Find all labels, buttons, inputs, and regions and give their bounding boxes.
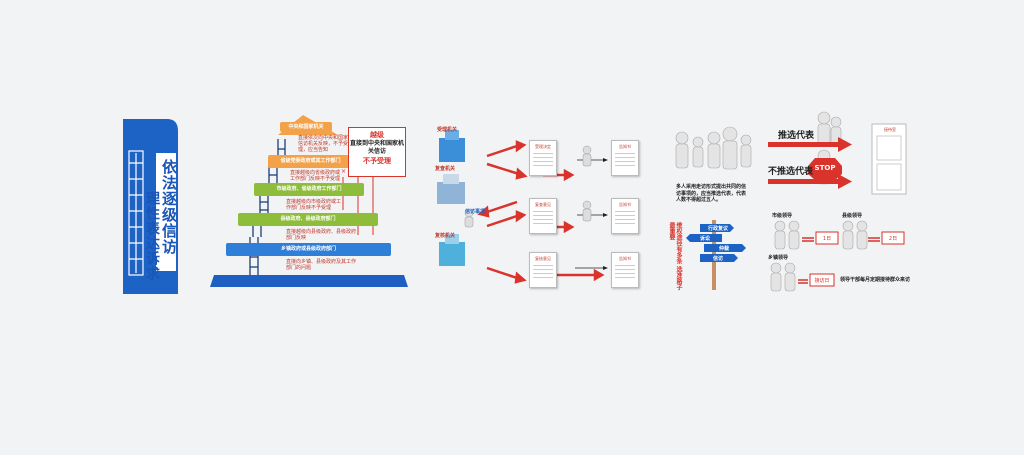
office-review: 复查机关 — [435, 166, 456, 172]
petition-stamp: 信访事项 — [465, 209, 486, 215]
callout-title: 越级 — [370, 131, 384, 139]
door-sign: 接待室 — [884, 127, 896, 132]
representatives-graphics — [675, 111, 907, 292]
no-elect-label: 不推选代表 — [768, 167, 814, 177]
leader-label-town: 乡镇领导 — [768, 255, 789, 261]
representatives-panel: 推选代表 不推选代表 STOP 接待室 多人采用走访形式提出共同的信访事项的，应… — [660, 108, 920, 298]
meeting-day-reception: 接访日 — [814, 278, 830, 284]
signpost-litigation: 诉讼 — [699, 236, 710, 242]
signpost-petition: 信访 — [712, 256, 723, 262]
banner-title-line2: 理性表达诉求 — [144, 191, 160, 281]
office-accept: 受理机关 — [437, 127, 458, 133]
meeting-day-2: 2日 — [888, 236, 898, 242]
leader-footer-note: 领导干部每月定期接待群众来访 — [840, 277, 911, 283]
leader-label-county: 县级领导 — [842, 213, 863, 219]
level-central: 中央和国家机关 — [280, 122, 332, 132]
pyramid-panel: × × × 中央和国家机关 省级党委政府或其工作部门 市级政府、省级政府工作部门… — [208, 107, 408, 292]
level-note-0: 直接依次向中央和国家信访机关反映，不予受理，应当告知 — [298, 135, 349, 153]
doc-notice-2: 告知书 — [611, 198, 639, 234]
banner-title-line1: 依法逐级信访 — [160, 159, 178, 255]
doc-recheck-opinion: 复核意见 — [529, 252, 557, 288]
signpost-arbitration: 仲裁 — [718, 246, 729, 252]
level-township: 乡镇政府或县级政府部门 — [226, 243, 391, 256]
callout-emph: 不予受理 — [363, 157, 391, 165]
level-note-4: 直接向乡镇、县级政府及其工作部门的问题 — [286, 259, 357, 271]
doc-notice-1: 告知书 — [611, 140, 639, 176]
representative-rule: 多人采用走访形式提出共同的信访事项的，应当推选代表，代表人数不得超过五人。 — [676, 184, 747, 203]
level-county: 县级政府、县级政府部门 — [238, 213, 378, 226]
building-icon — [437, 130, 465, 266]
level-city: 市级政府、省级政府工作部门 — [254, 183, 364, 196]
level-province: 省级党委政府或其工作部门 — [268, 155, 353, 168]
doc-accept-decision: 受理决定 — [529, 140, 557, 176]
signpost-admin-review: 行政复议 — [707, 226, 728, 232]
leader-label-city: 市级领导 — [772, 213, 793, 219]
level-note-1: 直接越级向省级政府或工作部门反映不予受理 — [290, 170, 341, 182]
process-arrows — [437, 130, 608, 284]
rights-slogan: 维权途径有多条 选准路子最重要 — [668, 222, 682, 291]
title-banner: 依法逐级信访 理性表达诉求 — [123, 119, 178, 294]
level-note-2: 直接越级向市级政府或工作部门反映不予受理 — [286, 199, 342, 211]
elect-label: 推选代表 — [778, 131, 815, 141]
callout-body: 直接到中央和国家机关信访 — [349, 140, 404, 155]
level-note-3: 直接越级向县级政府、县级政府部门反映 — [286, 229, 357, 241]
stop-sign: STOP — [814, 164, 836, 172]
meeting-day-1: 1日 — [822, 236, 832, 242]
doc-notice-3: 告知书 — [611, 252, 639, 288]
office-recheck: 复核机关 — [435, 233, 456, 239]
svg-text:×: × — [341, 168, 346, 175]
process-panel: 受理机关 复查机关 复核机关 信访事项 受理决定 告知书 复查意见 告知书 复核… — [425, 120, 645, 295]
bypass-callout: 越级 直接到中央和国家机关信访 不予受理 — [348, 127, 406, 177]
banner-shape — [123, 119, 178, 294]
doc-review-opinion: 复查意见 — [529, 198, 557, 234]
